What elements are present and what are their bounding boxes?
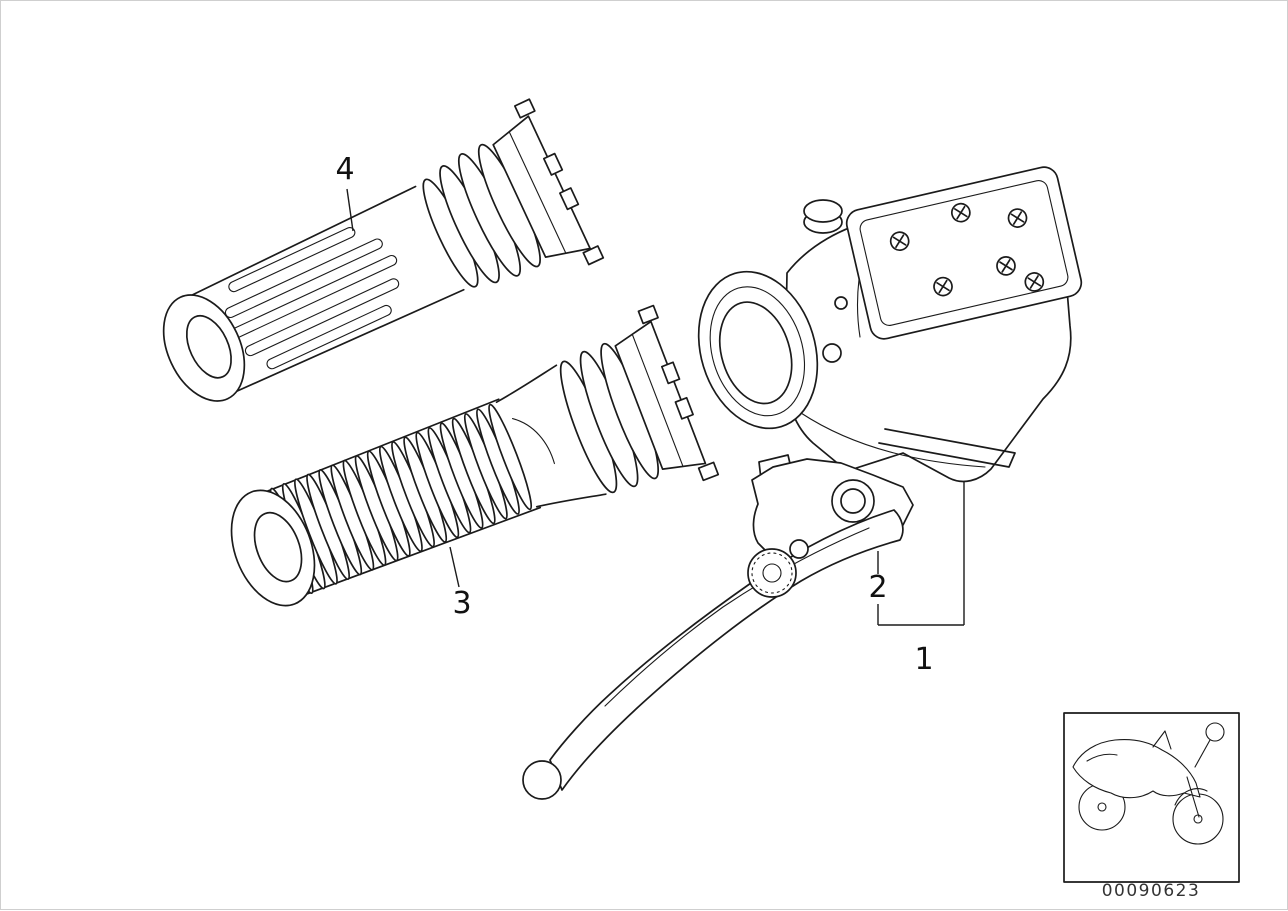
callout-1-label: 1 [914,642,933,677]
grip-collar-rings [559,342,659,494]
handlebar-fitting-housing [697,166,1083,483]
heated-grip [162,98,605,402]
grip-end-hole [253,511,303,583]
housing-pin-hole [834,296,848,310]
thumbnail-box [1063,712,1240,883]
throttle-tube [495,364,607,508]
grip-slots [224,226,400,370]
location-thumbnail: 00090623 [1063,712,1240,901]
rubber-grip [230,304,720,607]
reservoir-cover [845,166,1083,340]
callout-3-label: 3 [452,586,471,621]
mirror-mount-cap [803,199,843,234]
clutch-lever [522,454,914,800]
lever-ball-end [522,760,562,800]
lever-blade [549,509,904,791]
grip-clamp-bracket [614,304,720,482]
callout-4: 4 [335,152,355,232]
lever-hole [789,539,809,559]
callout-3: 3 [449,546,472,621]
span-adjuster-dial [747,548,797,598]
callout-2-label: 2 [868,570,887,605]
grip-collar-rings [422,143,541,288]
housing-bolt-hole [822,343,842,363]
drawing-number: 00090623 [1102,881,1201,901]
grip-end-hole [185,314,232,379]
callout-1: 1 [878,482,965,677]
callout-2: 2 [868,551,888,625]
motorcycle-icon [1072,722,1225,845]
grip-clamp-bracket [492,98,605,266]
handlebar-clamp-ring [697,270,819,430]
callout-4-label: 4 [335,152,354,187]
